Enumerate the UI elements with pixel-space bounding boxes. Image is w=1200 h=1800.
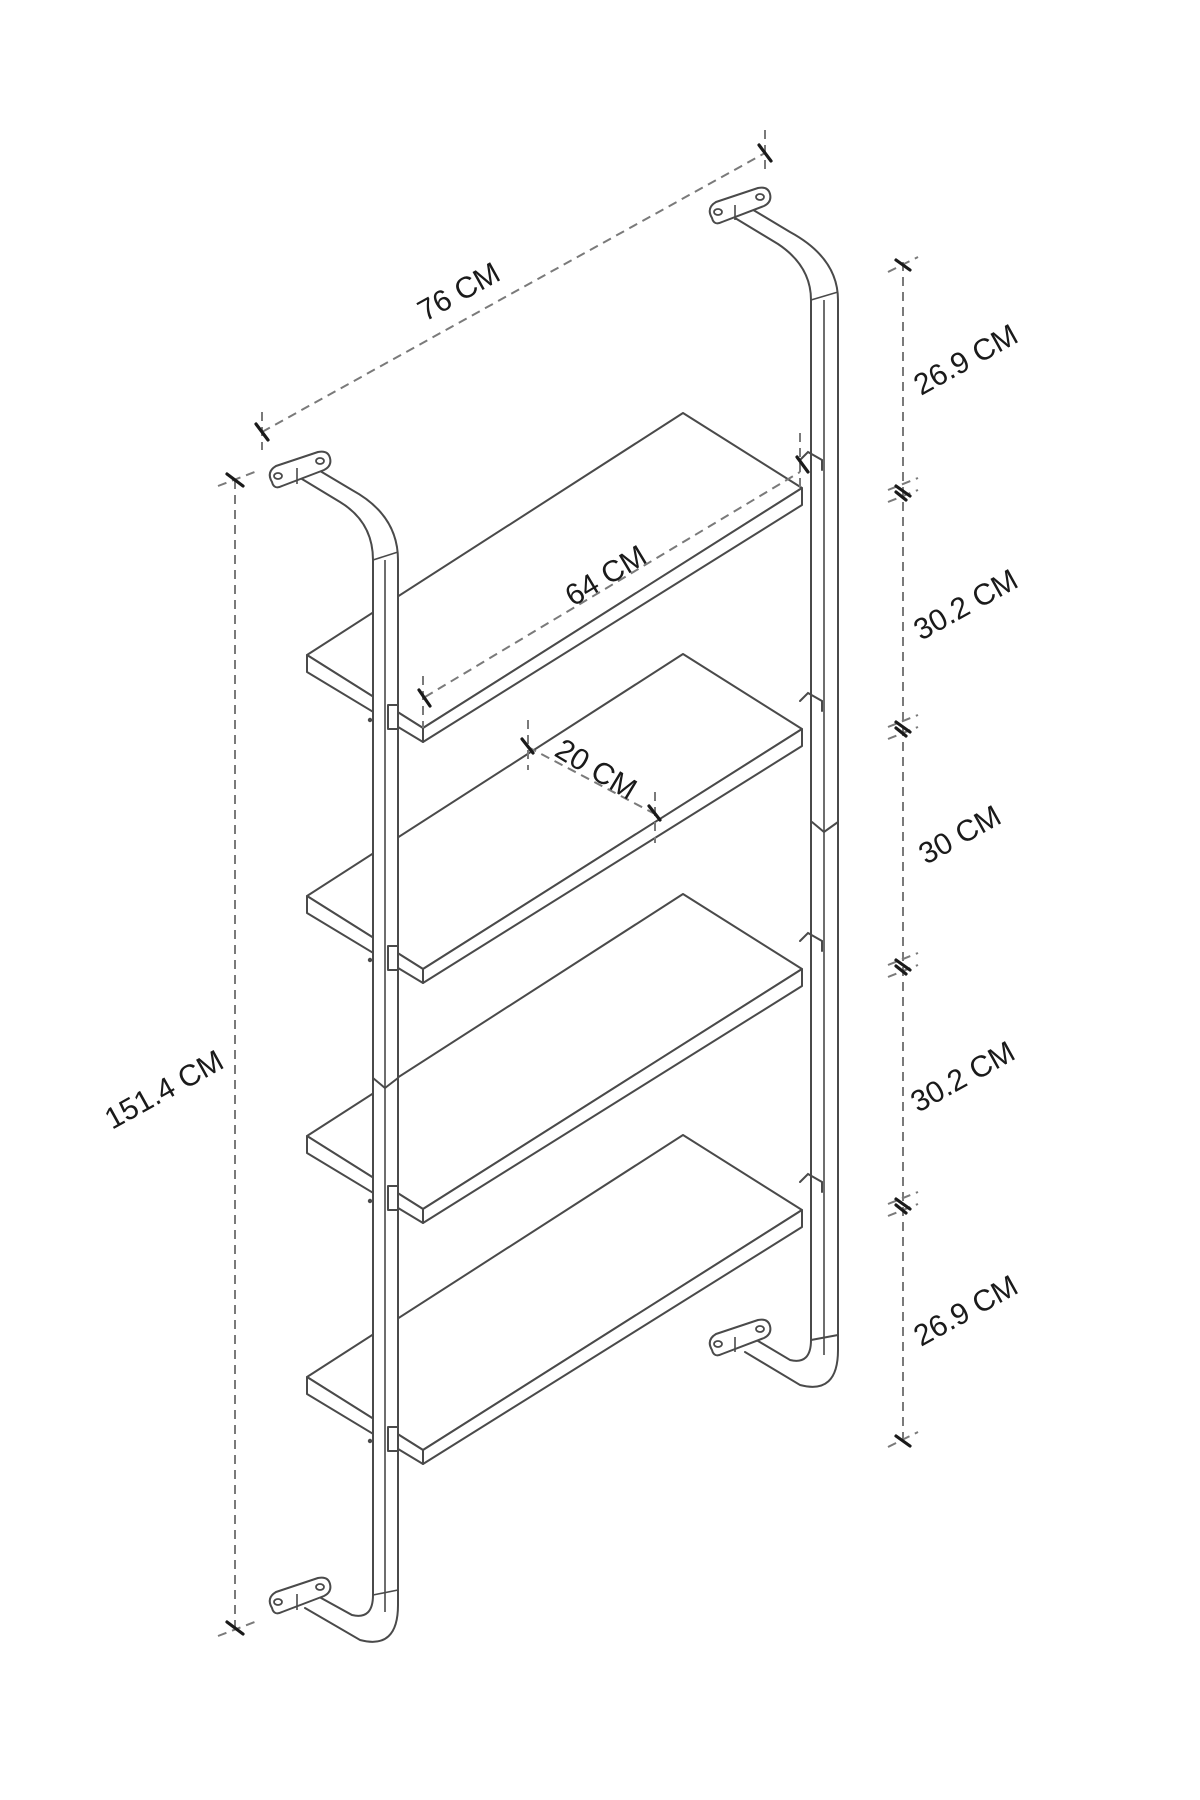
segment-4-label: 30.2 CM (905, 1035, 1020, 1119)
shelves (306, 412, 823, 1465)
top-right-wall-bracket (708, 186, 772, 225)
segment-5-label: 26.9 CM (908, 1269, 1023, 1353)
top-left-wall-bracket (268, 450, 332, 489)
dimension-overall-width: 76 CM (254, 130, 773, 450)
shelf-clips (367, 704, 399, 1452)
bottom-left-wall-bracket (268, 1576, 332, 1615)
segment-3-label: 30 CM (913, 799, 1006, 871)
overall-width-label: 76 CM (412, 256, 505, 328)
segment-2-label: 30.2 CM (908, 563, 1023, 647)
left-side-rail (268, 450, 399, 1643)
segment-1-label: 26.9 CM (908, 318, 1023, 402)
overall-height-label: 151.4 CM (99, 1044, 229, 1136)
dimension-vertical-segments: 26.9 CM 30.2 CM 30 CM 30.2 CM 26.9 CM (887, 256, 1024, 1448)
bottom-right-wall-bracket (708, 1318, 772, 1357)
right-side-rail (708, 186, 839, 1388)
shelf-2 (306, 653, 823, 984)
dimension-overall-height: 151.4 CM (99, 469, 261, 1637)
